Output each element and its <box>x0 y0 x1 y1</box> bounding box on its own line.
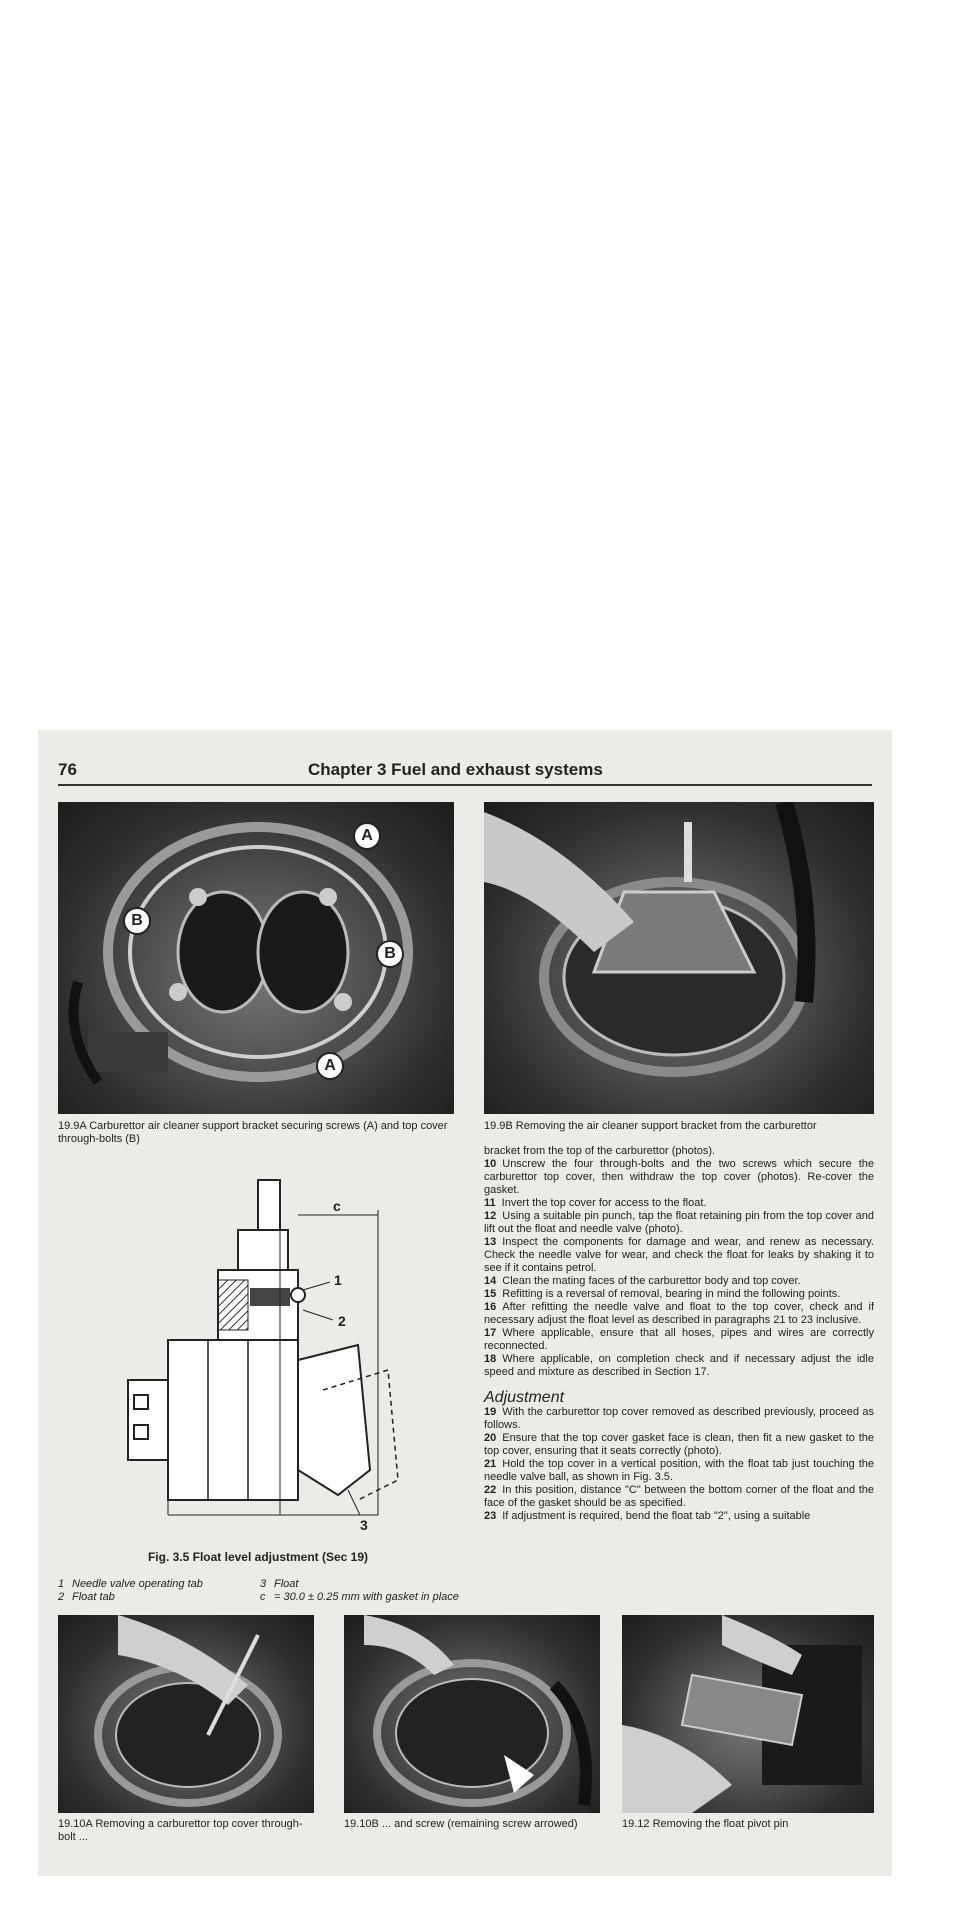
paragraph-number: 21 <box>484 1458 497 1470</box>
paragraph: 23 If adjustment is required, bend the fl… <box>484 1510 874 1523</box>
paragraph-number: 13 <box>484 1236 497 1248</box>
caption-19-10b: 19.10B ... and screw (remaining screw ar… <box>344 1818 578 1830</box>
paragraph: 14 Clean the mating faces of the carburet… <box>484 1275 874 1288</box>
callout-a-top: A <box>353 822 381 850</box>
paragraph-text: Hold the top cover in a vertical positio… <box>484 1458 874 1483</box>
callout-b-left: B <box>123 907 151 935</box>
paragraph-number: 22 <box>484 1484 497 1496</box>
bracket-removal-photo <box>484 802 816 1077</box>
body-text-column: bracket from the top of the carburettor … <box>484 1145 874 1523</box>
paragraph-text: If adjustment is required, bend the floa… <box>502 1510 811 1522</box>
paragraph-number: 17 <box>484 1327 497 1339</box>
paragraph-text: Where applicable, ensure that all hoses,… <box>484 1327 874 1352</box>
paragraph-number: 15 <box>484 1288 497 1300</box>
carburettor-top-photo <box>68 822 413 1085</box>
paragraph-text: Ensure that the top cover gasket face is… <box>484 1432 874 1457</box>
paragraph-number: 19 <box>484 1406 497 1418</box>
paragraph-text: With the carburettor top cover removed a… <box>484 1406 874 1431</box>
figure-caption: Fig. 3.5 Float level adjustment (Sec 19) <box>147 1550 369 1564</box>
adjustment-heading: Adjustment <box>484 1389 565 1406</box>
paragraph-text: Clean the mating faces of the carburetto… <box>502 1275 801 1287</box>
paragraph-text: Inspect the components for damage and we… <box>484 1236 874 1274</box>
photo-19-10a <box>58 1615 314 1813</box>
paragraph-number: 16 <box>484 1301 497 1313</box>
fig-label-c: c <box>333 1198 341 1214</box>
screw-removal-photo <box>364 1615 592 1807</box>
intro-paragraph: bracket from the top of the carburettor … <box>484 1145 716 1157</box>
float-pivot-pin-photo <box>622 1615 862 1813</box>
caption-19-9a: 19.9A Carburettor air cleaner support br… <box>58 1120 448 1145</box>
paragraph-text: After refitting the needle valve and flo… <box>484 1301 874 1326</box>
caption-19-9b: 19.9B Removing the air cleaner support b… <box>484 1120 817 1132</box>
photo-19-9a: A B B A <box>58 802 454 1114</box>
paragraph-number: 10 <box>484 1158 497 1170</box>
legend-item: c= 30.0 ± 0.25 mm with gasket in place <box>260 1591 459 1603</box>
photo-19-10b <box>344 1615 600 1813</box>
paragraph-number: 11 <box>484 1197 496 1209</box>
through-bolt-removal-photo <box>94 1615 282 1807</box>
fig-label-3: 3 <box>360 1517 368 1533</box>
caption-19-10a: 19.10A Removing a carburettor top cover … <box>58 1818 303 1843</box>
paragraph-text: Where applicable, on completion check an… <box>484 1353 874 1378</box>
callout-a-bottom: A <box>316 1052 344 1080</box>
fig-label-2: 2 <box>338 1313 346 1329</box>
photo-19-9b <box>484 802 874 1114</box>
figure-3-5-float-level: c 1 2 3 <box>108 1170 418 1540</box>
paragraph: 15 Refitting is a reversal of removal, be… <box>484 1288 874 1301</box>
page-number: 76 <box>58 760 77 779</box>
paragraph-number: 18 <box>484 1353 497 1365</box>
paragraph-text: Invert the top cover for access to the f… <box>501 1197 707 1209</box>
paragraph-text: Refitting is a reversal of removal, bear… <box>502 1288 841 1300</box>
paragraph-text: In this position, distance "C" between t… <box>484 1484 874 1509</box>
paragraph-number: 14 <box>484 1275 497 1287</box>
paragraph-number: 23 <box>484 1510 497 1522</box>
paragraph-number: 20 <box>484 1432 497 1444</box>
chapter-title: Chapter 3 Fuel and exhaust systems <box>308 760 603 779</box>
caption-19-12: 19.12 Removing the float pivot pin <box>622 1818 789 1830</box>
photo-19-12 <box>622 1615 874 1813</box>
float-level-diagram <box>127 1179 399 1516</box>
manual-page: 76 Chapter 3 Fuel and exhaust systems A … <box>38 730 892 1876</box>
paragraph-text: Using a suitable pin punch, tap the floa… <box>484 1210 874 1235</box>
paragraph-text: Unscrew the four through-bolts and the t… <box>484 1158 874 1196</box>
callout-b-right: B <box>376 940 404 968</box>
page-header: 76 Chapter 3 Fuel and exhaust systems <box>58 760 872 786</box>
paragraph-number: 12 <box>484 1210 497 1222</box>
fig-label-1: 1 <box>334 1272 342 1288</box>
paragraph: 11 Invert the top cover for access to the… <box>484 1197 874 1210</box>
